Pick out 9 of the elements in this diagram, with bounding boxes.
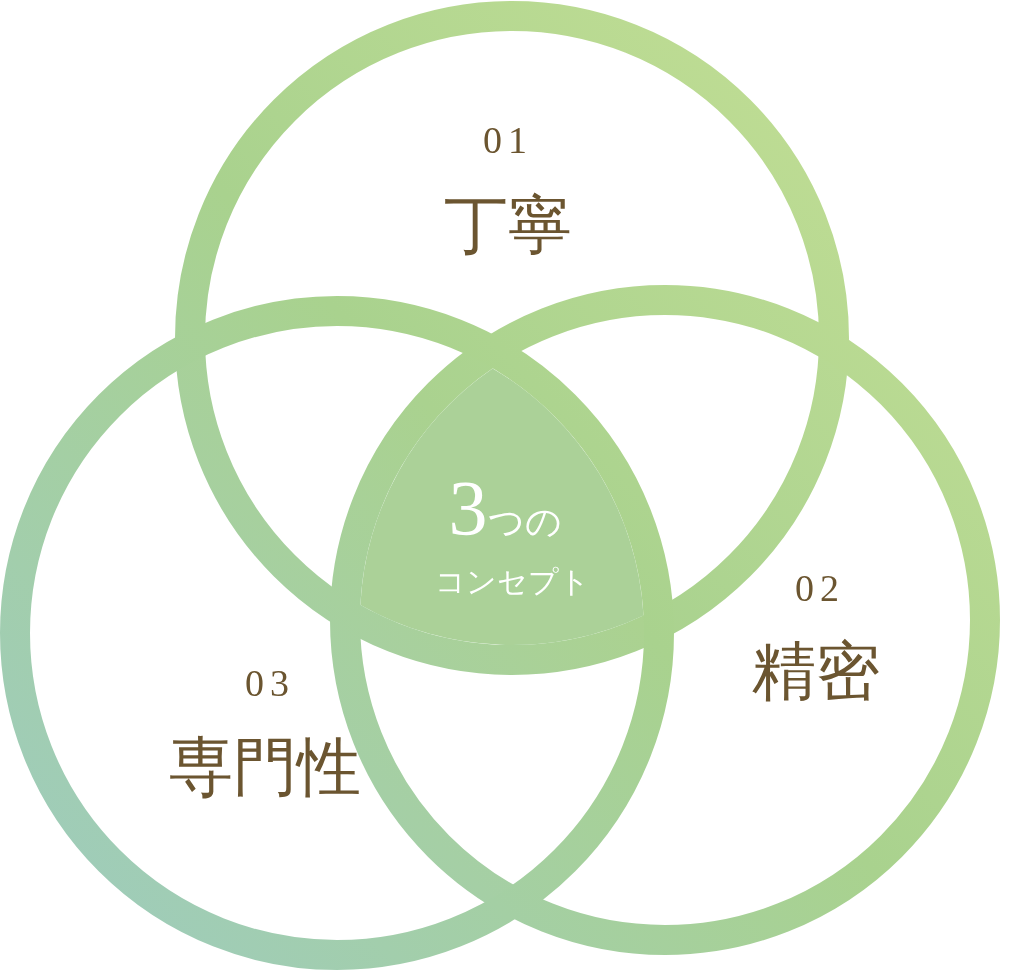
concept-label: 丁寧 [444, 194, 572, 258]
concept-label: コンセプト [434, 567, 590, 597]
concept-label: 専門性 [169, 736, 361, 800]
number-label: 03 [245, 664, 295, 702]
number-label: 01 [483, 121, 533, 159]
concept-label: 3つの [448, 469, 562, 547]
concept-label: 精密 [752, 640, 880, 704]
ring-circle [0, 296, 674, 970]
number-label: 02 [795, 569, 845, 607]
